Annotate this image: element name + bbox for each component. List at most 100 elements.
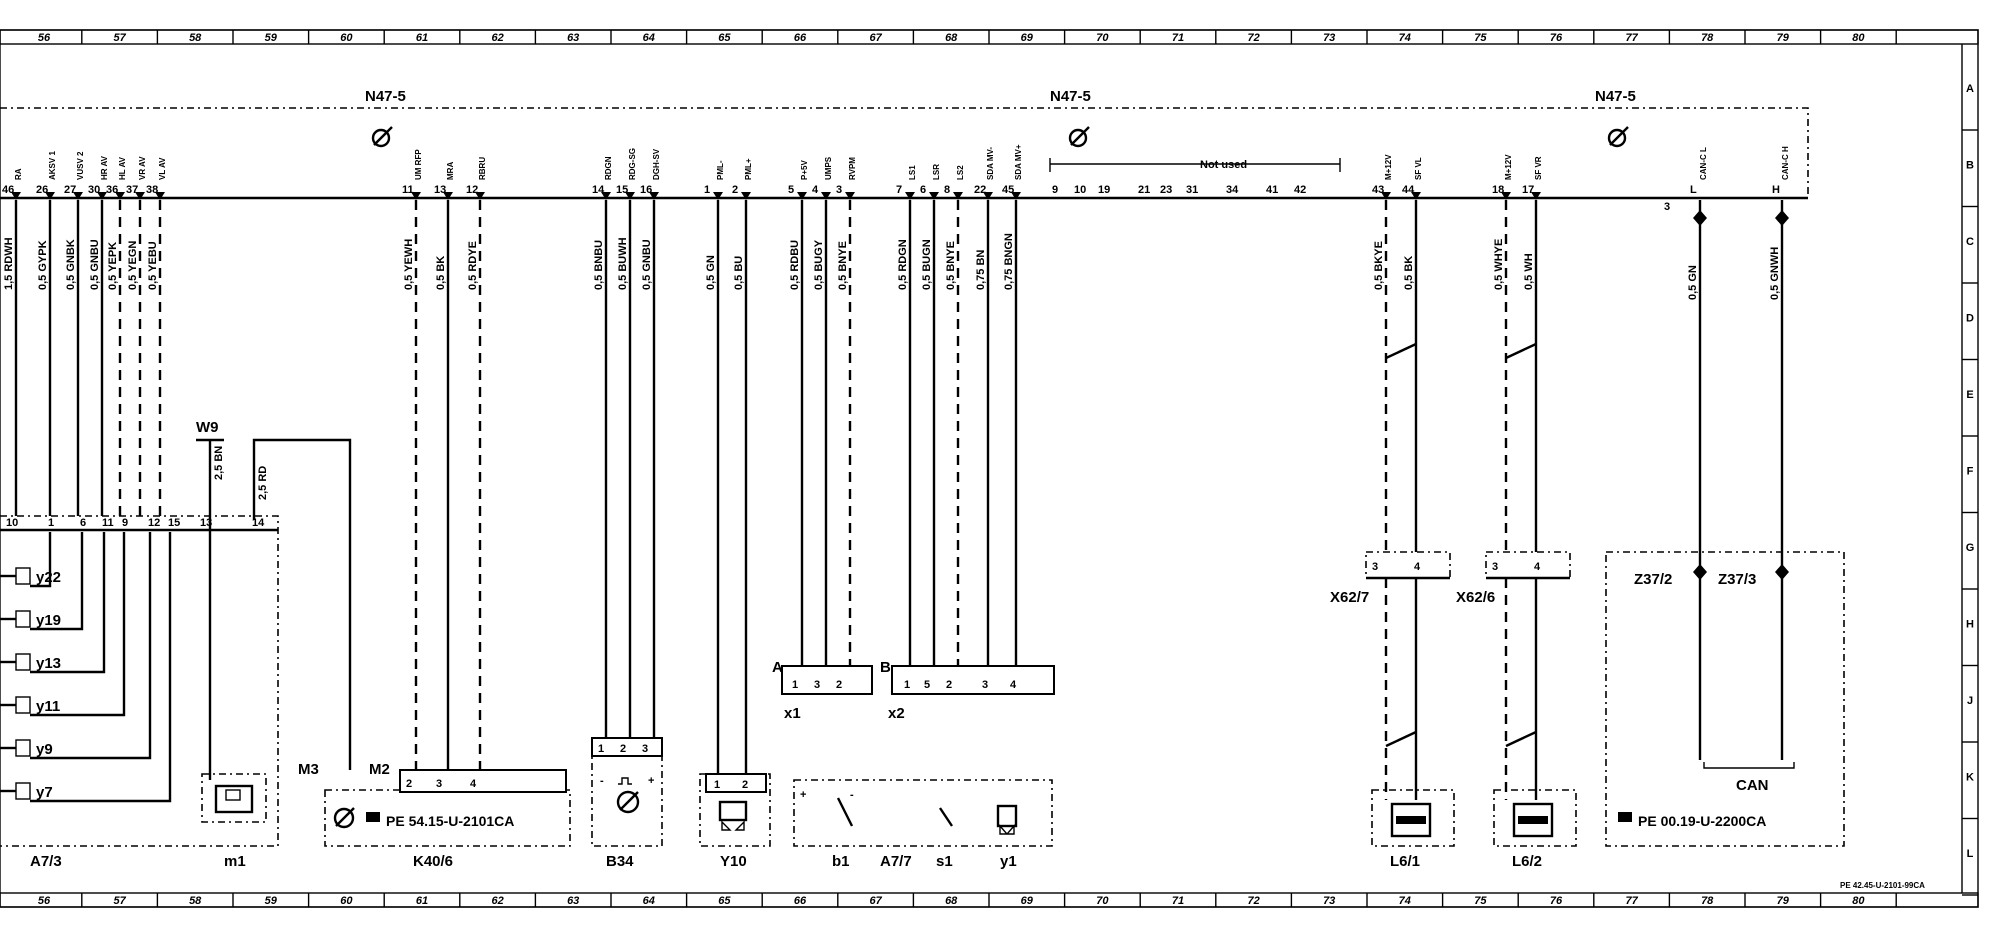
a73-pin: 14 [252,517,265,529]
a73-pin: 15 [168,517,180,529]
valve-label: y13 [36,655,61,672]
ruler-bottom-80: 80 [1852,895,1865,907]
ecu-pin: 27 [64,184,76,196]
ruler-top-64: 64 [643,32,655,44]
ecu-pin: 22 [974,184,986,196]
row-letter-J: J [1967,695,1973,707]
ruler-bottom-74: 74 [1399,895,1411,907]
pin-arrow-icon [845,192,855,200]
valve-wire [30,532,84,631]
ruler-top-69: 69 [1021,32,1034,44]
can-bus-area: Z37/2 Z37/3 CAN PE 00.19-U-2200CA [1605,551,1845,847]
svg-text:-: - [850,789,854,801]
ruler-bottom-64: 64 [643,895,655,907]
motor-label: m1 [224,853,246,870]
ruler-top-57: 57 [113,32,126,44]
ecu-signal: RVPM [848,157,857,180]
wire-label: 0,5 GNBU [641,239,653,290]
ecu-pin: 46 [2,184,14,196]
ecu-symbol-icon [1068,126,1090,148]
solenoid-valve-icon [718,800,748,831]
x626-pin-3: 3 [1492,561,1498,573]
ecu-signal: VUSV 2 [76,151,85,180]
can-signal: CAN-C H [1781,146,1790,180]
ecu-signal: RDGN [604,156,613,180]
pin-arrow-icon [11,192,21,200]
x2-pin-3: 3 [982,679,988,691]
l62-label: L6/2 [1512,853,1542,870]
ruler-bottom-60: 60 [340,895,353,907]
wire-label: 0,5 BK [1403,256,1415,290]
z37-3-label: Z37/3 [1718,571,1756,588]
ecu-pin: 45 [1002,184,1014,196]
sensor-l6-1: L6/1 [1371,789,1455,870]
row-letter-A: A [1966,83,1974,95]
ruler-bottom-72: 72 [1247,895,1259,907]
wire-label: 0,5 RDGN [897,239,909,290]
ecu-signal: PML- [716,160,725,180]
wire-label: 0,5 WHYE [1493,239,1505,290]
can-bus-label: CAN [1736,777,1769,794]
ecu-pin: 17 [1522,184,1534,196]
wire-label: 0,5 BKYE [1373,241,1385,290]
b34-label: B34 [606,853,634,870]
ruler-top-56: 56 [38,32,51,44]
wire-label: 0,5 YEWH [403,239,415,290]
wire-label: 0,5 YEGN [127,241,139,290]
y10-label: Y10 [720,853,747,870]
ecu-pin: 13 [434,184,446,196]
k40-pin-2: 2 [406,778,412,790]
book-reference-icon [366,812,380,822]
ecu-signal: RDG-SG [628,148,637,180]
pin-arrow-icon [649,192,659,200]
valve-icon [15,696,31,714]
pin-arrow-icon [983,192,993,200]
wire-label: 0,5 BNBU [593,240,605,290]
wires [11,192,1789,800]
x627-label: X62/7 [1330,589,1369,606]
unused-pin: 23 [1160,184,1172,196]
ruler-bottom-68: 68 [945,895,958,907]
valve-label: y11 [36,698,60,715]
can-diamond-icon [1693,564,1707,580]
b34-pin-2: 2 [620,743,626,755]
pin-arrow-icon [797,192,807,200]
pump-motor-icon [201,773,267,823]
valve-wire [30,532,152,760]
ruler-bottom-58: 58 [189,895,202,907]
ruler-top-79: 79 [1777,32,1790,44]
row-letter-D: D [1966,313,1974,325]
wire-break-mark [1385,342,1417,360]
wire-label: 0,5 BNYE [837,241,849,290]
ecu-signal: SF VR [1534,156,1543,180]
ecu-pin: 16 [640,184,652,196]
ruler-bottom-73: 73 [1323,895,1335,907]
ruler-top-74: 74 [1399,32,1411,44]
ecu-signal: MRA [446,162,455,180]
pin-arrow-icon [1011,192,1021,200]
row-letter-K: K [1966,772,1974,784]
pin-arrow-icon [115,192,125,200]
ruler-top-68: 68 [945,32,958,44]
ecu-signal: UMPS [824,156,833,180]
ruler-bottom-76: 76 [1550,895,1563,907]
pin-arrow-icon [929,192,939,200]
ruler-top-71: 71 [1172,32,1184,44]
can-diamond-icon [1775,210,1789,226]
ecu-pin: 18 [1492,184,1504,196]
ruler-top-67: 67 [869,32,882,44]
wire-label: 2,5 BN [213,446,225,480]
ecu-signal: VR AV [138,156,147,180]
ground-ref-w9: W9 [196,419,219,436]
wire-label: 0,5 GN [1687,265,1699,300]
pin-arrow-icon [1381,192,1391,200]
pin-arrow-icon [1501,192,1511,200]
ecu-pin: 8 [944,184,950,196]
ruler-bottom-67: 67 [869,895,882,907]
pin-arrow-icon [475,192,485,200]
wire-label: 2,5 RD [257,466,269,500]
